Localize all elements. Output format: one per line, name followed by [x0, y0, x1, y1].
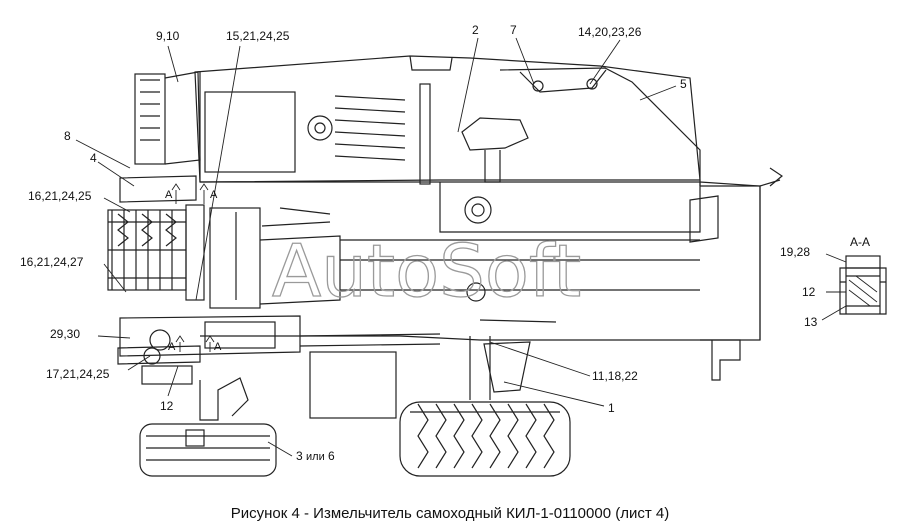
feeder-assembly	[107, 71, 441, 419]
callout-8: 8	[64, 129, 71, 143]
callout-5: 5	[680, 77, 687, 91]
callout-3-or-word: или	[306, 451, 325, 463]
section-a-a-detail	[839, 255, 887, 315]
figure-caption: Рисунок 4 - Измельчитель самоходный КИЛ-…	[230, 505, 670, 522]
section-callout-12: 12	[802, 285, 816, 299]
callout-17-21-24-25: 17,21,24,25	[46, 367, 110, 381]
callout-2: 2	[472, 23, 479, 37]
callout-16-21-24-25: 16,21,24,25	[28, 189, 92, 203]
machine-body	[194, 55, 784, 381]
section-callout-13: 13	[804, 315, 818, 329]
section-mark-a-4: A	[214, 341, 222, 353]
callout-7: 7	[510, 23, 517, 37]
watermark: AutoSoft	[272, 229, 581, 313]
callout-6-number: 6	[328, 449, 335, 463]
callout-29-30: 29,30	[50, 327, 80, 341]
section-mark-a-2: A	[210, 189, 218, 201]
section-callout-19-28: 19,28	[780, 245, 810, 259]
front-wheel	[139, 377, 277, 477]
callout-3-number: 3	[296, 449, 303, 463]
section-mark-a-1: A	[165, 189, 173, 201]
rear-wheel	[399, 319, 571, 477]
callout-15-21-24-25: 15,21,24,25	[226, 29, 290, 43]
callout-11-18-22: 11,18,22	[592, 369, 638, 383]
callout-12: 12	[160, 399, 174, 413]
callout-9-10: 9,10	[156, 29, 180, 43]
callout-16-21-24-27: 16,21,24,27	[20, 255, 84, 269]
callout-14-20-23-26: 14,20,23,26	[578, 25, 642, 39]
callout-labels: 9,10 15,21,24,25 2 7 14,20,23,26 5 8 4 1…	[20, 23, 870, 463]
callout-4: 4	[90, 151, 97, 165]
section-mark-a-3: A	[168, 341, 176, 353]
section-title: А-А	[850, 235, 870, 249]
leader-lines	[75, 37, 847, 457]
callout-1: 1	[608, 401, 615, 415]
